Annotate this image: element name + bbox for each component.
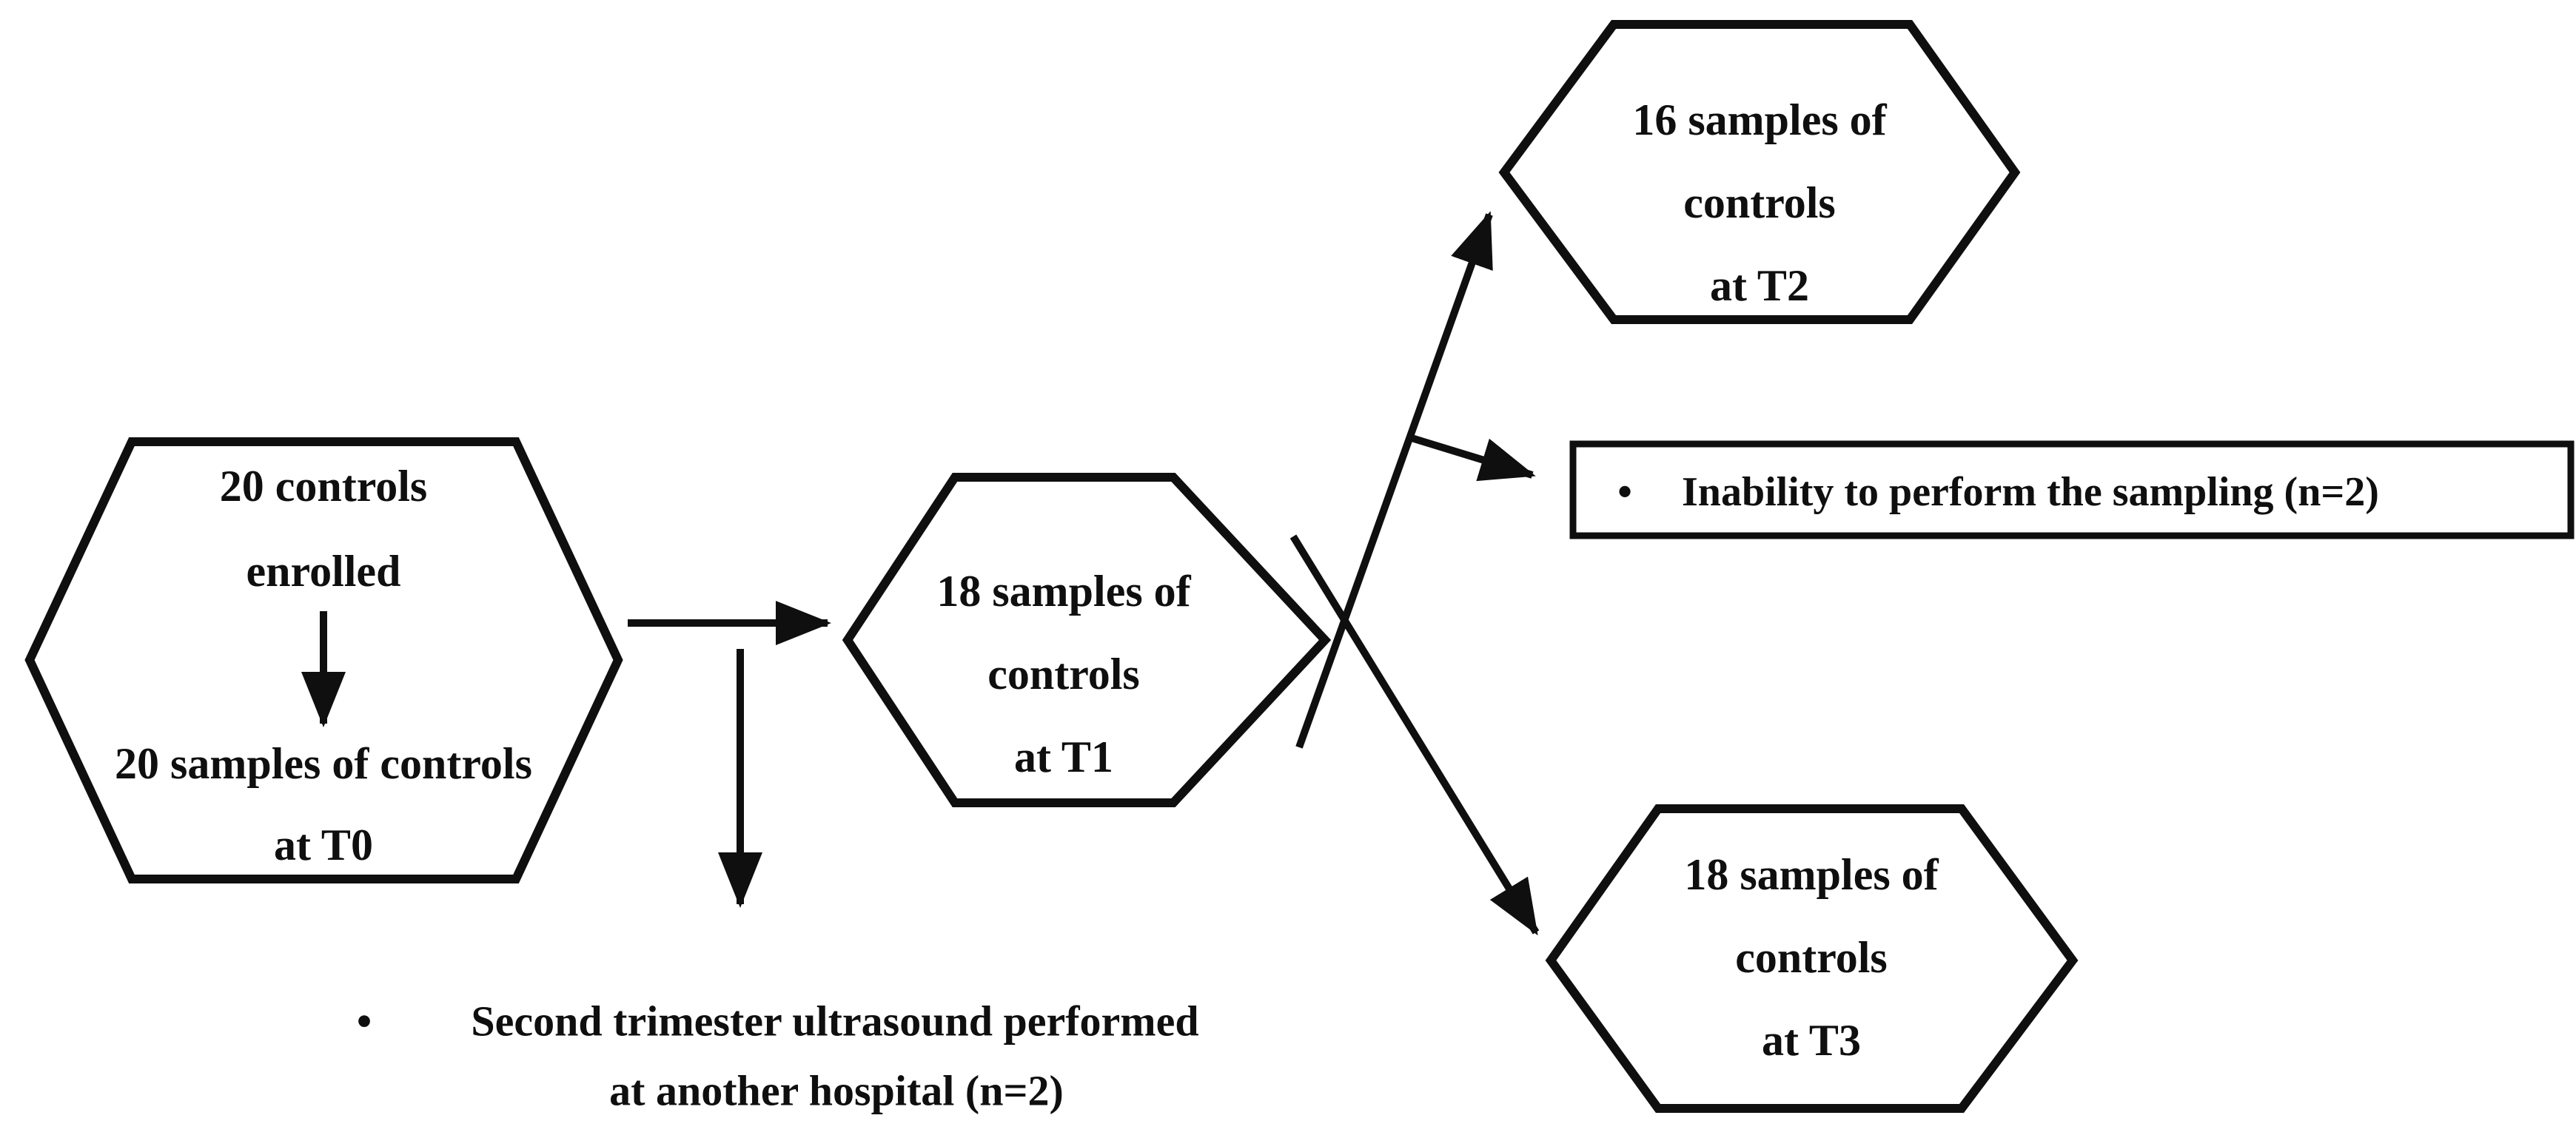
node-t0: 20 controls enrolled 20 samples of contr… xyxy=(24,437,623,883)
hexagon-t2 xyxy=(1498,20,2021,324)
t0-top-line1: 20 controls xyxy=(220,462,428,511)
ultrasound-bullet: • xyxy=(357,997,372,1046)
arrow-t1-to-t3 xyxy=(1289,534,1540,936)
arrow-t1-to-t2 xyxy=(1295,211,1493,749)
hexagon-t3 xyxy=(1545,804,2079,1113)
ultrasound-line2: at another hospital (n=2) xyxy=(609,1067,1064,1115)
node-t1: 18 samples of controls at T1 xyxy=(842,473,1332,807)
node-t2: 16 samples of controls at T2 xyxy=(1498,20,2021,324)
t3-line3: at T3 xyxy=(1762,1016,1861,1065)
t3-line1: 18 samples of xyxy=(1684,850,1939,899)
t2-line3: at T2 xyxy=(1710,261,1809,310)
t3-line2: controls xyxy=(1735,933,1888,982)
t2-line2: controls xyxy=(1683,178,1836,227)
inability-note-box xyxy=(1569,440,2575,539)
t1-line3: at T1 xyxy=(1014,733,1113,781)
t1-line1: 18 samples of xyxy=(936,567,1191,616)
t0-top-line2: enrolled xyxy=(246,547,401,596)
hexagon-t1 xyxy=(842,473,1332,807)
arrow-t1-to-inability-box xyxy=(1410,434,1536,482)
ultrasound-line1: Second trimester ultrasound performed xyxy=(471,997,1198,1046)
t2-line1: 16 samples of xyxy=(1632,95,1887,144)
t0-bottom-line1: 20 samples of controls xyxy=(115,739,532,788)
inability-bullet: • xyxy=(1617,469,1632,515)
t0-bottom-line2: at T0 xyxy=(274,821,373,869)
t1-line2: controls xyxy=(987,650,1140,698)
node-t3: 18 samples of controls at T3 xyxy=(1545,804,2079,1113)
ultrasound-note: • Second trimester ultrasound performed … xyxy=(357,997,1199,1115)
inability-text: Inability to perform the sampling (n=2) xyxy=(1682,469,2379,515)
inability-note: • Inability to perform the sampling (n=2… xyxy=(1569,440,2575,539)
